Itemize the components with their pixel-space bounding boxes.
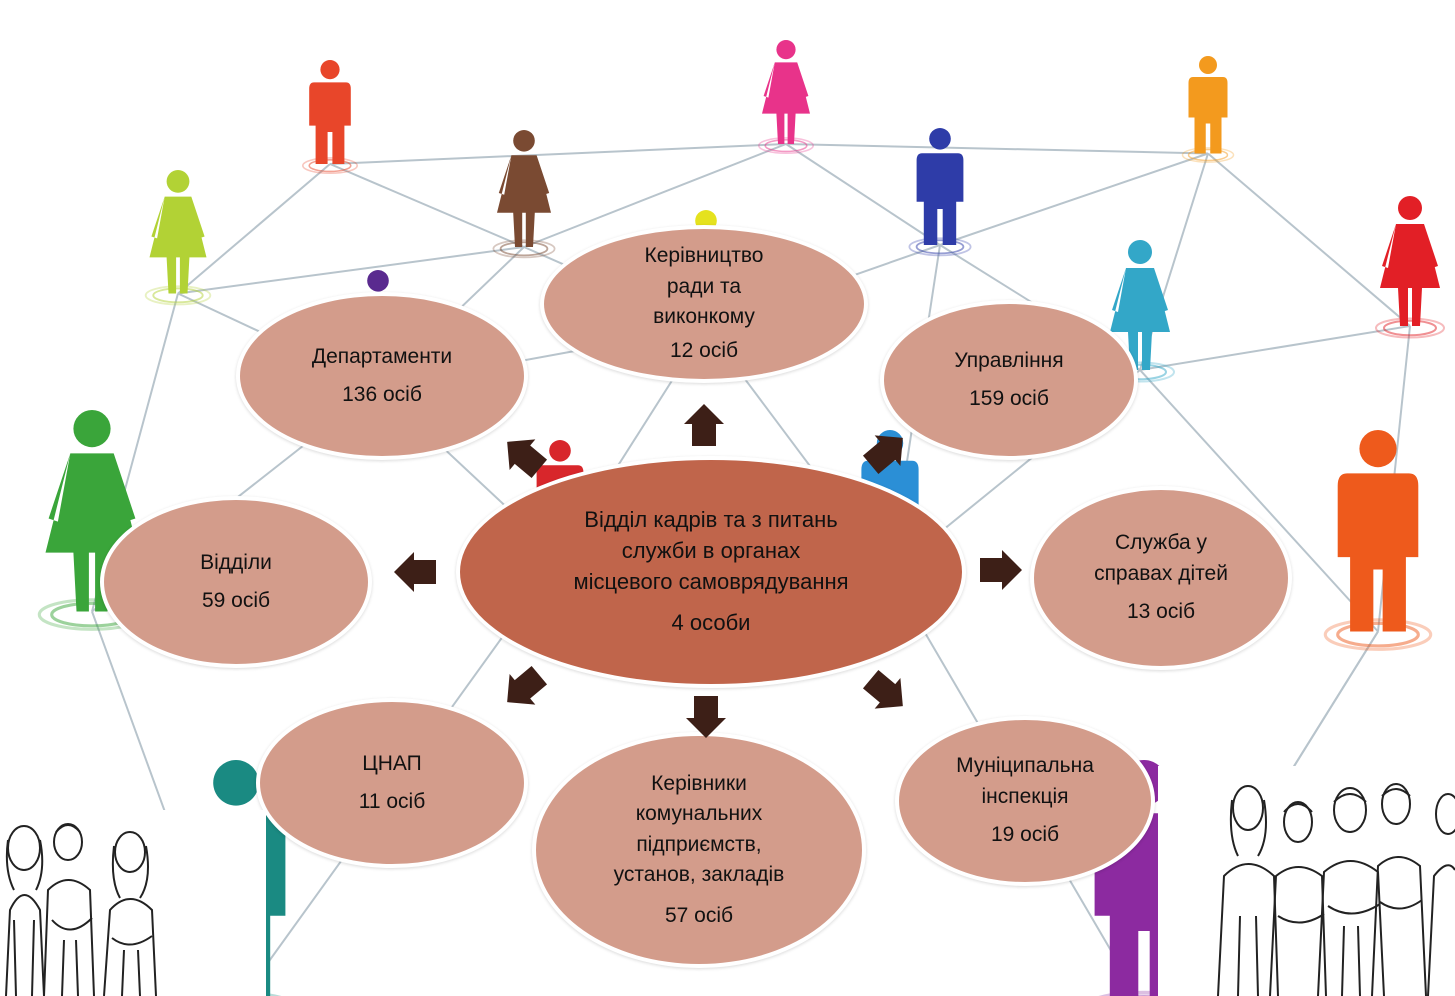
central-unit-hr: Відділ кадрів та з питань служби в орган… xyxy=(456,456,966,688)
unit-count: 57 осіб xyxy=(664,903,734,927)
unit-name: Управління xyxy=(954,348,1064,372)
unit-count: 11 осіб xyxy=(358,790,426,813)
unit-leadership: Керівництво ради та виконкому 12 осіб xyxy=(540,225,868,383)
network-link xyxy=(177,163,331,295)
sketch-people-right xyxy=(1158,766,1455,996)
arrow-to-municipal-inspection xyxy=(852,658,920,726)
network-link xyxy=(785,143,941,246)
unit-count: 13 осіб xyxy=(1126,600,1196,624)
unit-municipal-inspection: Муніципальна інспекція 19 осіб xyxy=(895,716,1155,886)
arrow-to-leadership xyxy=(680,402,728,450)
unit-enterprise-heads: Керівники комунальних підприємств, устан… xyxy=(532,732,866,968)
unit-count: 136 осіб xyxy=(342,383,422,406)
person-figure-icon xyxy=(757,40,815,155)
arrow-to-children-service xyxy=(976,546,1024,594)
person-figure-icon xyxy=(1375,196,1445,339)
unit-name: Служба у справах дітей xyxy=(1094,531,1228,585)
network-link xyxy=(1139,369,1379,633)
unit-cnap: ЦНАП 11 осіб xyxy=(256,698,528,868)
unit-count: 59 осіб xyxy=(201,589,271,612)
sketch-people-left xyxy=(0,810,266,996)
person-figure-icon xyxy=(908,128,972,257)
unit-name: Відділи xyxy=(200,550,272,574)
network-link xyxy=(785,143,1209,155)
network-link xyxy=(1207,152,1411,327)
network-link xyxy=(177,246,525,295)
person-figure-icon xyxy=(1105,240,1175,383)
unit-administrations: Управління 159 осіб xyxy=(880,300,1138,460)
unit-departments: Департаменти 136 осіб xyxy=(236,292,528,460)
person-figure-icon xyxy=(1181,56,1235,163)
arrow-to-departments xyxy=(490,422,558,490)
unit-name: Муніципальна інспекція xyxy=(956,754,1094,808)
person-figure-icon xyxy=(301,60,359,175)
unit-count: 12 осіб xyxy=(669,339,739,363)
arrow-to-cnap xyxy=(490,654,558,722)
central-unit-name: Відділ кадрів та з питань служби в орган… xyxy=(573,507,849,594)
unit-name: Керівники комунальних підприємств, устан… xyxy=(613,771,785,887)
unit-name: Керівництво ради та виконкому xyxy=(644,244,764,328)
network-link xyxy=(329,163,525,248)
central-unit-count: 4 особи xyxy=(671,609,751,635)
arrow-to-divisions xyxy=(392,548,440,596)
network-link xyxy=(939,152,1209,246)
network-link xyxy=(329,143,787,165)
unit-children-service: Служба у справах дітей 13 осіб xyxy=(1030,486,1292,670)
unit-count: 159 осіб xyxy=(969,387,1049,410)
network-link xyxy=(1139,325,1411,371)
unit-name: ЦНАП xyxy=(362,751,422,775)
person-figure-icon xyxy=(1323,430,1433,651)
unit-divisions: Відділи 59 осіб xyxy=(100,496,372,668)
person-figure-icon xyxy=(492,130,556,259)
person-figure-icon xyxy=(144,170,212,306)
arrow-to-administrations xyxy=(852,418,920,486)
network-link xyxy=(523,143,787,248)
unit-name: Департаменти xyxy=(311,344,453,368)
unit-count: 19 осіб xyxy=(990,823,1060,847)
arrow-to-enterprise-heads xyxy=(682,692,730,740)
